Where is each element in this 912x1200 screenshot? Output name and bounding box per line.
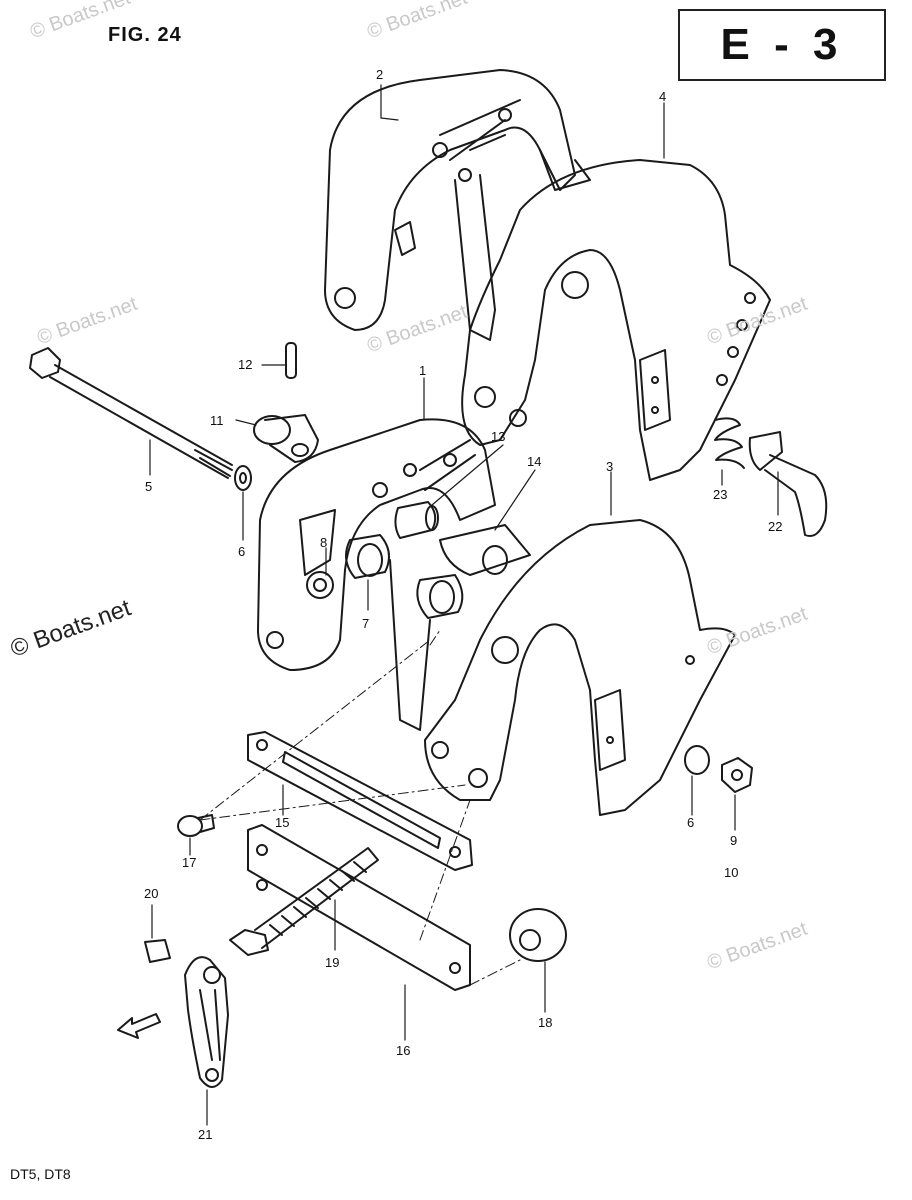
section-code: E - 3 [678, 9, 886, 81]
clamp-bracket-lower-front [425, 520, 735, 815]
callout-4: 4 [659, 89, 667, 104]
clamp-bracket-upper-rear [325, 70, 590, 340]
callout-10: 10 [724, 865, 739, 880]
callout-11: 11 [210, 413, 224, 428]
bolt-part-5 [30, 348, 232, 478]
model-names: DT5, DT8 [10, 1166, 71, 1182]
callout-17: 17 [182, 855, 197, 870]
dash-dot-guides [200, 630, 520, 985]
lever-part-22 [750, 432, 827, 536]
bushing-part-11 [254, 415, 318, 462]
clamp-bracket-lower-rear [258, 419, 495, 730]
callout-5: 5 [145, 479, 153, 494]
key-part-20 [145, 940, 170, 962]
callout-13: 13 [491, 429, 506, 444]
screw-part-19 [230, 848, 378, 955]
collar-part-7 [346, 535, 462, 618]
callout-21: 21 [198, 1127, 213, 1142]
plate-part-16 [248, 825, 470, 990]
direction-arrow [118, 1014, 160, 1038]
callout-6-upper: 6 [238, 544, 246, 559]
callout-22: 22 [768, 519, 783, 534]
callout-6-lower: 6 [687, 815, 695, 830]
callout-12: 12 [238, 357, 253, 372]
pin-part-12 [286, 343, 296, 378]
callout-23: 23 [713, 487, 728, 502]
plate-part-15 [248, 732, 472, 870]
callout-15: 15 [275, 815, 290, 830]
figure-number: FIG. 24 [108, 24, 182, 46]
clamp-bracket-upper-front [462, 160, 770, 480]
washer-part-6-lower [685, 746, 709, 774]
nut-part-9 [722, 758, 752, 792]
callout-1: 1 [419, 363, 427, 378]
washer-part-6-upper [235, 466, 251, 490]
callout-2: 2 [376, 67, 384, 82]
callout-3: 3 [606, 459, 614, 474]
callout-8: 8 [320, 535, 328, 550]
callout-16: 16 [396, 1043, 411, 1058]
callout-14: 14 [527, 454, 542, 469]
callout-18: 18 [538, 1015, 553, 1030]
callout-20: 20 [144, 886, 159, 901]
leader-lines [150, 85, 778, 1125]
bushing-part-13 [395, 502, 438, 538]
callout-7: 7 [362, 616, 370, 631]
spring-part-23 [715, 418, 744, 468]
screw-part-17 [178, 815, 214, 836]
pad-part-18 [510, 909, 566, 961]
callout-19: 19 [325, 955, 340, 970]
bushing-part-14 [440, 525, 530, 575]
handle-part-21 [185, 957, 228, 1087]
callout-9: 9 [730, 833, 738, 848]
